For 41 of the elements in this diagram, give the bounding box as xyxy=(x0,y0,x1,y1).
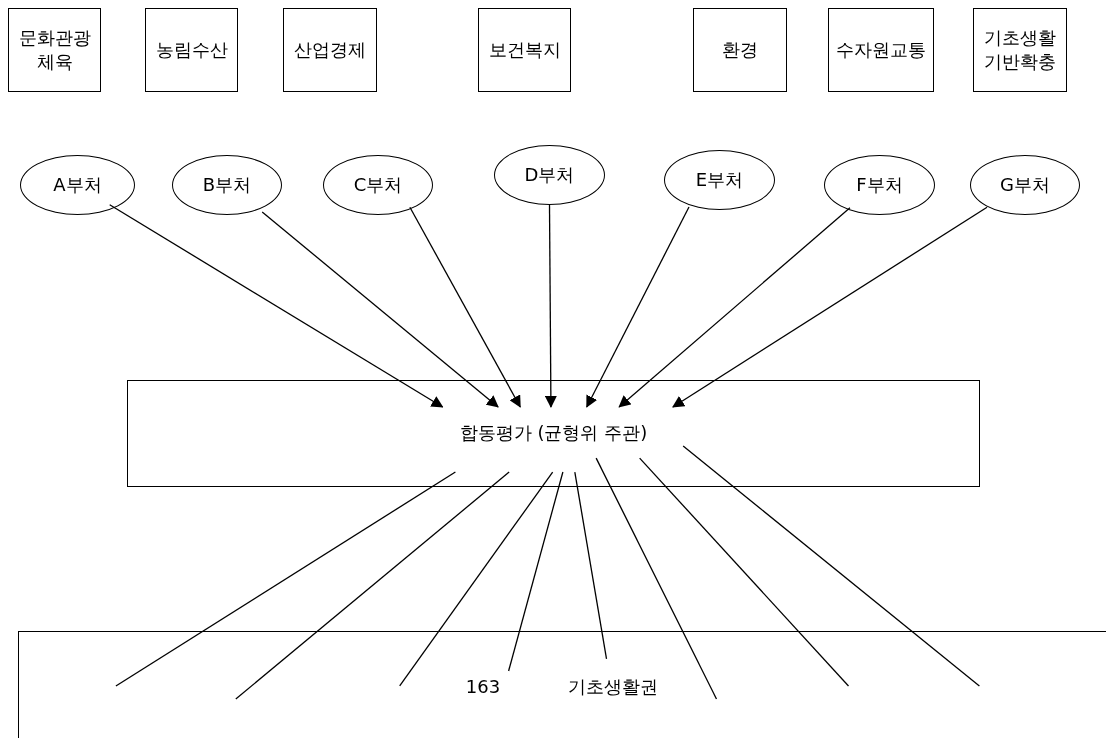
node-label: 환경 xyxy=(722,37,758,62)
arrow xyxy=(409,206,521,408)
node-label: E부처 xyxy=(695,167,744,192)
arrow xyxy=(544,204,557,408)
node-label: F부처 xyxy=(856,172,903,197)
count-label: 163 xyxy=(465,675,501,699)
node-label: 문화관광 체육 xyxy=(17,25,92,74)
evaluation-box xyxy=(127,380,980,487)
sector-box xyxy=(478,8,571,92)
arrow xyxy=(586,206,690,408)
connector-line xyxy=(235,471,510,700)
node-label: 합동평가 (균형위 주관) xyxy=(459,421,648,446)
connector-line xyxy=(399,471,554,687)
arrow xyxy=(109,204,444,408)
node-label: C부처 xyxy=(353,172,403,197)
node-label: 농림수산 xyxy=(155,37,228,62)
connector-line xyxy=(595,457,718,700)
connector-line xyxy=(115,471,457,687)
sector-box xyxy=(145,8,238,92)
node-label: 산업경제 xyxy=(294,37,366,62)
sector-box xyxy=(828,8,934,92)
node-label: A부처 xyxy=(53,172,102,197)
sector-box xyxy=(283,8,377,92)
arrow xyxy=(618,207,851,408)
node-label: D부처 xyxy=(524,162,575,187)
node-label: 보건복지 xyxy=(488,37,561,62)
sector-box xyxy=(693,8,787,92)
connector-line xyxy=(639,457,850,687)
sector-box xyxy=(8,8,101,92)
connector-line xyxy=(507,471,564,672)
arrow xyxy=(261,211,499,408)
arrow xyxy=(672,206,988,408)
node-label: B부처 xyxy=(202,172,252,197)
node-label: 수자원교통 xyxy=(836,37,926,62)
sector-box xyxy=(973,8,1067,92)
connector-line xyxy=(682,445,981,687)
connector-line xyxy=(574,471,608,660)
node-label: G부처 xyxy=(1000,172,1050,197)
region-label: 기초생활권 xyxy=(568,675,658,699)
region-box xyxy=(18,631,1106,738)
node-label: 기초생활 기반확충 xyxy=(983,25,1057,74)
